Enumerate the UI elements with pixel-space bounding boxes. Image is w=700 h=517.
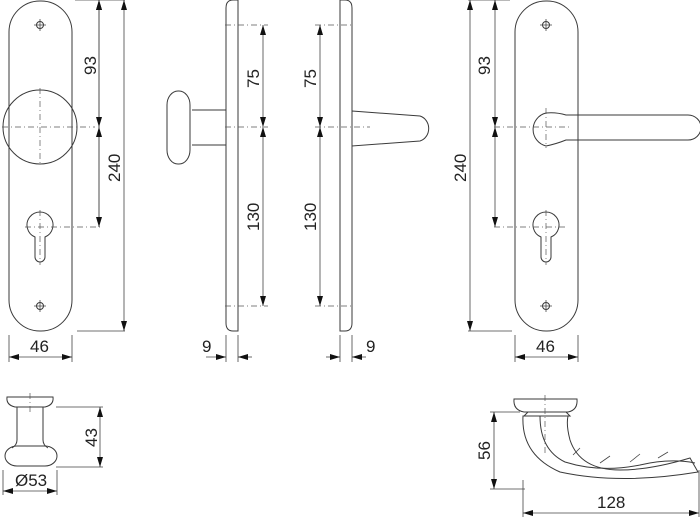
screw-hole-icon — [34, 19, 46, 31]
lever-outline — [532, 112, 700, 147]
screw-hole-icon — [540, 300, 552, 312]
dimension-56: 56 — [475, 441, 494, 460]
dimension-diameter-53: Ø53 — [15, 471, 47, 490]
backplate-side-outline — [225, 0, 239, 332]
lever-side-outline — [351, 110, 430, 147]
lever-rosette — [513, 398, 578, 413]
knob-stem — [11, 407, 49, 449]
lever-arm-outline — [522, 415, 699, 479]
knob-body — [4, 445, 58, 467]
keyhole-outline — [26, 211, 54, 263]
screw-hole-icon — [34, 300, 46, 312]
dimension-130: 130 — [244, 203, 263, 231]
keyhole-outline — [532, 211, 560, 263]
dimension-9: 9 — [366, 337, 375, 356]
dimension-93: 93 — [475, 56, 494, 75]
knob-detail-view: 43 Ø53 — [2, 393, 103, 495]
knob-stem — [192, 109, 226, 146]
knob-rosette — [6, 396, 54, 408]
dimension-240: 240 — [451, 154, 470, 182]
dimension-240: 240 — [105, 154, 124, 182]
front-lever-view: 93 240 46 — [451, 0, 700, 362]
front-knob-view: 93 240 46 — [2, 0, 127, 362]
lever-detail-view: 56 128 — [475, 395, 700, 517]
backplate-side-outline — [339, 0, 353, 332]
dimension-130: 130 — [301, 203, 320, 231]
backplate-outline — [8, 0, 73, 332]
dimension-46: 46 — [536, 337, 555, 356]
side-lever-view: 75 130 9 — [301, 0, 430, 362]
dimension-93: 93 — [81, 56, 100, 75]
dimension-46: 46 — [30, 337, 49, 356]
side-knob-view: 75 130 9 — [166, 0, 268, 362]
dimension-9: 9 — [202, 337, 211, 356]
dimension-128: 128 — [597, 493, 625, 512]
dimension-43: 43 — [82, 428, 101, 447]
dimension-75: 75 — [244, 69, 263, 88]
backplate-outline — [514, 0, 579, 332]
dimension-75: 75 — [301, 69, 320, 88]
knob-side-outline — [166, 90, 191, 165]
screw-hole-icon — [540, 19, 552, 31]
